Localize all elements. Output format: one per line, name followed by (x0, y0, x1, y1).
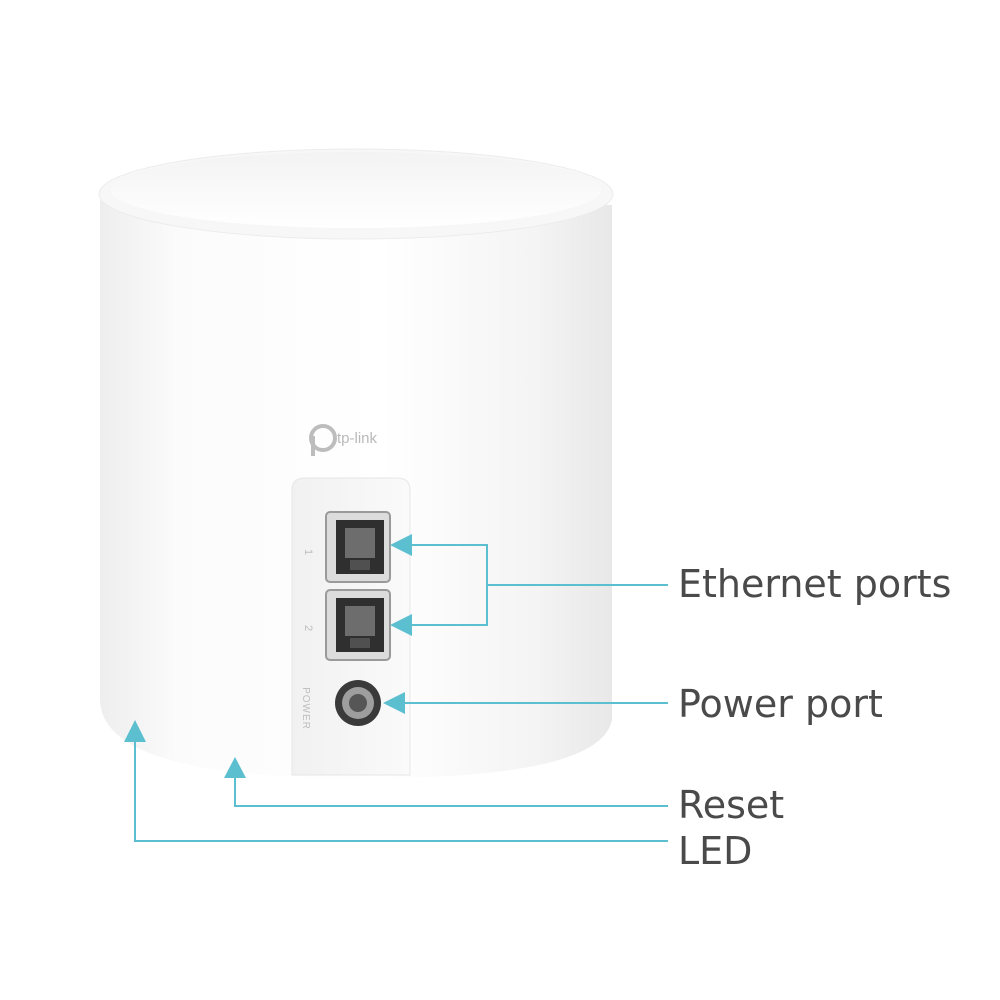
port-number-2: 2 (302, 624, 315, 632)
tp-link-logo-icon (309, 424, 337, 456)
reset-callout (224, 757, 668, 807)
arrow-icon (383, 692, 405, 714)
power-callout (383, 692, 668, 714)
router-top-cap (111, 152, 601, 228)
led-label: LED (678, 829, 753, 873)
reset-label: Reset (678, 783, 785, 827)
power-port (335, 680, 381, 726)
led-callout (124, 720, 668, 842)
power-marking: POWER (299, 687, 311, 730)
ethernet-callout (390, 534, 668, 636)
arrow-icon (224, 757, 246, 778)
ethernet-ports-label: Ethernet ports (678, 562, 952, 606)
ethernet-port-2 (325, 589, 391, 661)
ethernet-port-1 (325, 511, 391, 583)
arrow-icon (390, 534, 412, 556)
power-port-label: Power port (678, 682, 883, 726)
arrow-icon (390, 614, 412, 636)
port-number-1: 1 (302, 548, 315, 556)
arrow-icon (124, 720, 146, 742)
brand-logo-text: tp-link (337, 430, 378, 447)
